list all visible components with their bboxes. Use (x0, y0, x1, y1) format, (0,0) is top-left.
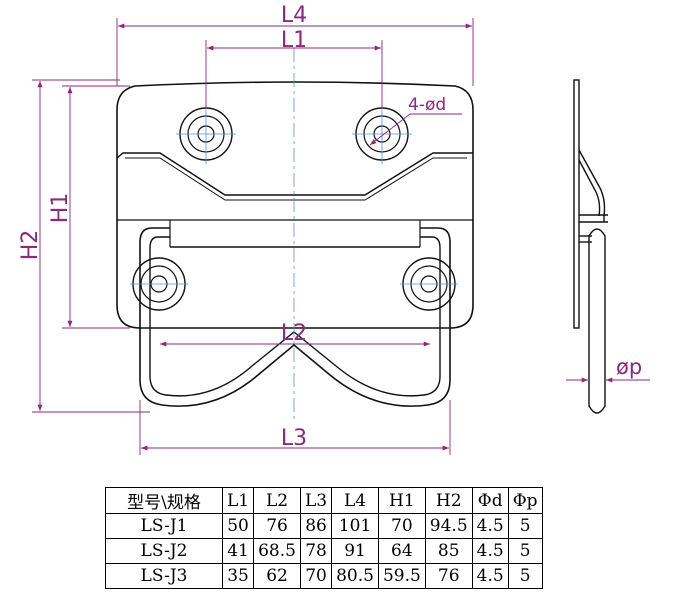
cell-L1: 35 (221, 563, 255, 589)
label-L4: L4 (281, 3, 307, 28)
cell-H2: 94.5 (424, 513, 473, 539)
header-phi-d: Φd (471, 487, 509, 514)
mount-hole-top-right (352, 104, 412, 164)
technical-drawing: L4 L1 L2 L3 H1 H2 4-ød øp (18, 3, 650, 455)
label-H2: H2 (18, 230, 43, 261)
cell-H2: 85 (424, 538, 473, 564)
header-H1: H1 (377, 487, 426, 514)
cell-model: LS-J2 (105, 538, 223, 564)
cell-H1: 70 (377, 513, 426, 539)
label-L2: L2 (281, 321, 307, 346)
mount-hole-bottom-left (130, 257, 188, 311)
cell-L2: 68.5 (253, 538, 301, 564)
label-H1: H1 (48, 193, 73, 224)
cell-phi-d: 4.5 (471, 563, 509, 589)
cell-L2: 62 (253, 563, 301, 589)
mount-hole-bottom-right (400, 257, 458, 311)
header-H2: H2 (424, 487, 473, 514)
cell-model: LS-J1 (105, 513, 223, 539)
cell-L4: 101 (331, 513, 379, 539)
label-phi-p: øp (616, 355, 642, 379)
label-L1: L1 (281, 28, 307, 53)
cell-L2: 76 (253, 513, 301, 539)
cell-L4: 80.5 (331, 563, 379, 589)
header-L3: L3 (299, 487, 333, 514)
header-L4: L4 (331, 487, 379, 514)
table-row: LS-J1 50 76 86 101 70 94.5 4.5 5 (105, 513, 543, 539)
cell-L3: 78 (299, 538, 333, 564)
bail-handle-inner (149, 236, 441, 397)
header-model: 型号\规格 (105, 487, 223, 514)
header-L1: L1 (221, 487, 255, 514)
cell-L4: 91 (331, 538, 379, 564)
bail-handle-outer (139, 227, 451, 407)
header-phi-p: Φp (507, 487, 543, 514)
label-L3: L3 (281, 426, 307, 451)
spec-table: 型号\规格 L1 L2 L3 L4 H1 H2 Φd Φp LS-J1 50 7… (105, 487, 543, 589)
side-view (573, 79, 608, 414)
table-row: LS-J3 35 62 70 80.5 59.5 76 4.5 5 (105, 563, 543, 589)
cell-phi-d: 4.5 (471, 538, 509, 564)
raised-panel (116, 152, 473, 196)
label-hole-diameter: 4-ød (408, 95, 446, 115)
cell-phi-p: 5 (507, 538, 543, 564)
table-row: LS-J2 41 68.5 78 91 64 85 4.5 5 (105, 538, 543, 564)
front-view (116, 48, 474, 420)
cell-phi-p: 5 (507, 513, 543, 539)
cell-model: LS-J3 (105, 563, 223, 589)
cell-L1: 50 (221, 513, 255, 539)
cell-H1: 59.5 (377, 563, 426, 589)
dimensions (32, 18, 650, 455)
cell-H2: 76 (424, 563, 473, 589)
cell-L3: 70 (299, 563, 333, 589)
header-L2: L2 (253, 487, 301, 514)
cell-phi-p: 5 (507, 563, 543, 589)
side-handle (588, 228, 606, 414)
cell-phi-d: 4.5 (471, 513, 509, 539)
cell-L1: 41 (221, 538, 255, 564)
cell-L3: 86 (299, 513, 333, 539)
mount-hole-top-left (176, 104, 236, 164)
cell-H1: 64 (377, 538, 426, 564)
base-plate-outline (116, 81, 474, 329)
raised-panel-inner (125, 157, 467, 201)
table-header-row: 型号\规格 L1 L2 L3 L4 H1 H2 Φd Φp (105, 487, 543, 514)
